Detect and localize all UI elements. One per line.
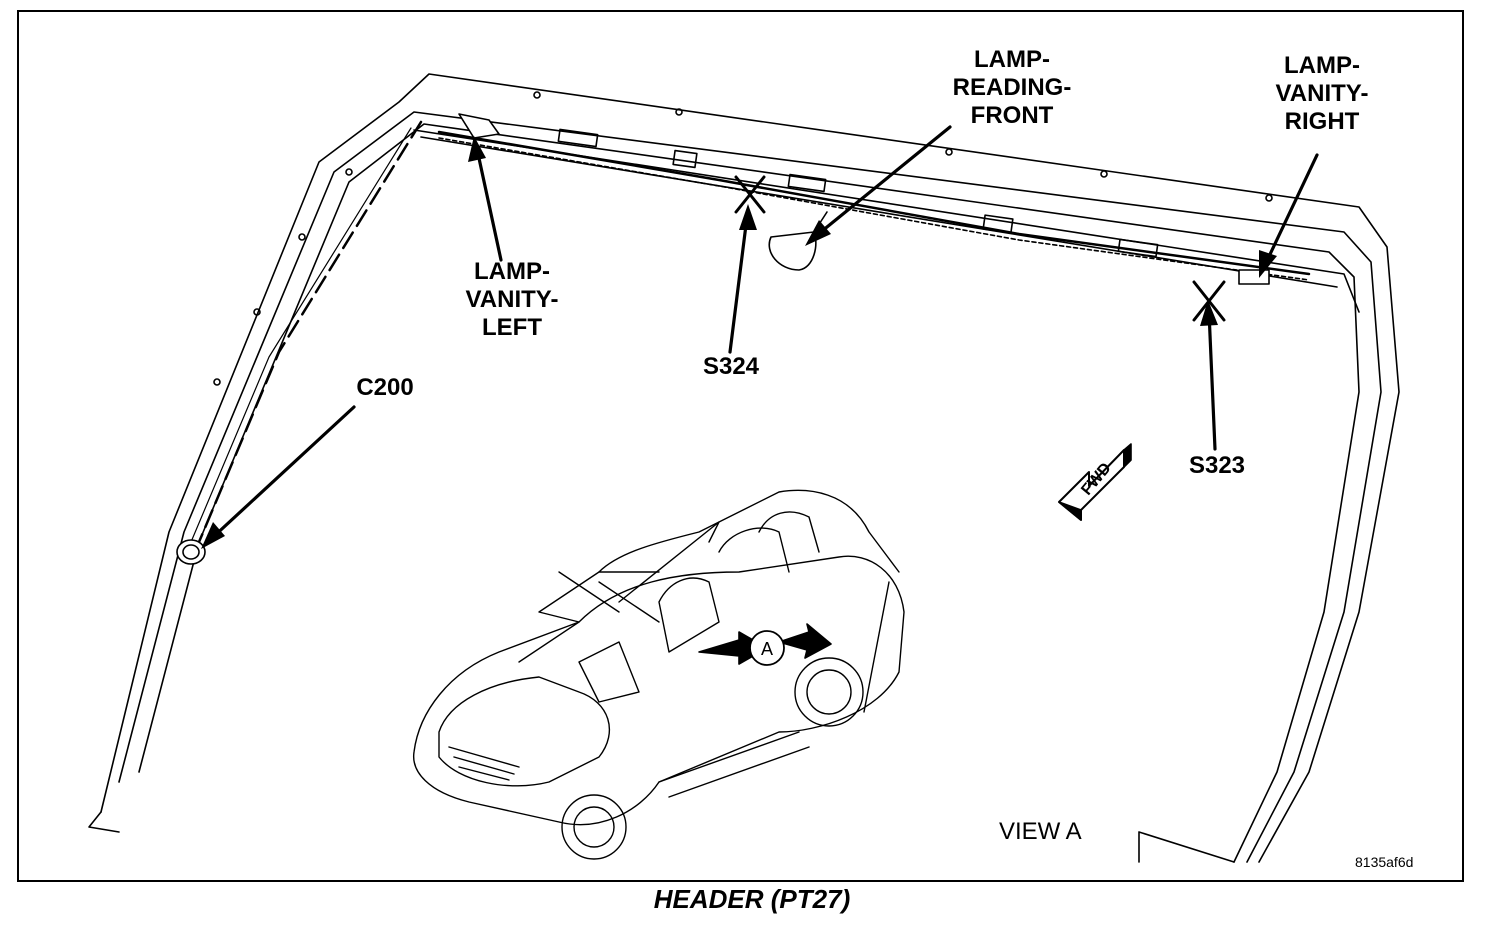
s323-callout: S323 (1188, 452, 1246, 479)
lamp-vanity-left-component (458, 113, 500, 139)
c200-callout: C200 (356, 374, 414, 401)
fwd-arrow-icon (1058, 443, 1132, 521)
roof-header-frame (88, 73, 1400, 863)
diagram-frame: FWD A LAMP- READING- (17, 10, 1464, 882)
lamp-vanity-right-component (1238, 269, 1270, 285)
s323-splice-mark (1192, 280, 1226, 322)
s324-splice-mark (734, 175, 766, 214)
c200-connector (176, 539, 206, 565)
view-a-marker (698, 623, 832, 666)
view-marker-letter: A (761, 639, 773, 659)
figure-code: 8135af6d (1355, 854, 1414, 870)
lamp-reading-front-component (768, 211, 828, 271)
lamp-reading-front-callout: LAMP- READING- FRONT (952, 46, 1072, 129)
vehicle-illustration (413, 489, 905, 860)
wiring-harness (190, 120, 1311, 544)
s324-callout: S324 (702, 353, 760, 380)
header-wiring-illustration: FWD A (88, 73, 1400, 863)
lamp-vanity-right-callout: LAMP- VANITY- RIGHT (1275, 52, 1369, 135)
lamp-vanity-left-callout: LAMP- VANITY- LEFT (465, 258, 559, 341)
leader-arrows (201, 125, 1319, 549)
view-label: VIEW A (999, 818, 1082, 845)
figure-caption: HEADER (PT27) (653, 884, 851, 914)
